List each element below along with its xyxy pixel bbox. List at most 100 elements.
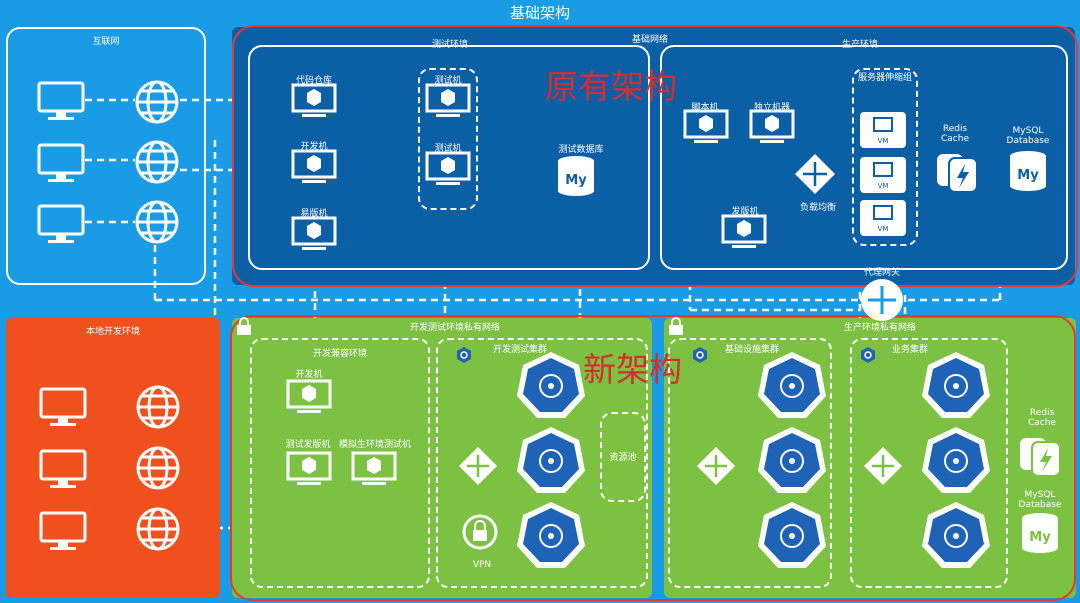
lb-label: 负载均衡 [799, 203, 836, 213]
resource-pool-group [600, 412, 646, 502]
test-release-label: 测试发版机 [285, 440, 331, 450]
kubernetes-node-icon [758, 502, 826, 568]
server-icon [683, 109, 729, 143]
router-icon [697, 447, 735, 485]
infra-cluster-label: 基础设施集群 [724, 345, 779, 355]
dev-compat-label: 开发兼容环境 [312, 349, 367, 359]
dev-machine-label: 开发机 [300, 142, 328, 152]
redis-cache-icon [937, 154, 978, 193]
lock-icon [237, 317, 251, 335]
prod-env-label: 生产环境 [841, 40, 878, 50]
monitor-icon [37, 143, 85, 182]
code-repo-label: 代码仓库 [295, 76, 332, 86]
test-machine2-label: 测试机 [434, 144, 462, 154]
new-arch-outline [230, 315, 1076, 601]
kubernetes-node-icon [922, 502, 990, 568]
globe-icon [136, 385, 180, 429]
local-dev-region [6, 318, 220, 598]
router-icon [864, 447, 902, 485]
page-title: 基础架构 [509, 4, 570, 22]
prod-env-region [660, 45, 1068, 270]
old-arch-title: 原有架构 [545, 67, 677, 106]
kubernetes-node-icon [922, 427, 990, 493]
server-icon [425, 83, 471, 117]
new-arch-title: 新架构 [583, 350, 682, 389]
scaling-group-label: 服务器伸缩组 [857, 73, 912, 83]
kubernetes-node-icon [758, 427, 826, 493]
infra-cluster-group [668, 338, 832, 588]
router-icon [459, 447, 497, 485]
vm-icon: VM [860, 157, 906, 193]
proxy-gateway-icon [861, 279, 903, 321]
database-icon: My [1022, 513, 1058, 553]
server-icon [425, 151, 471, 185]
server-icon [286, 379, 332, 413]
release-machine2-label: 发版机 [731, 207, 759, 217]
test-db-label: 测试数据库 [558, 145, 604, 155]
svg-text:My: My [1017, 168, 1039, 183]
local-dev-label: 本地开发环境 [85, 327, 140, 337]
vpn-label: VPN [472, 560, 492, 570]
monitor-icon [39, 511, 87, 550]
monitor-icon [37, 81, 85, 120]
server-icon [286, 451, 332, 485]
redis-label: Redis Cache [941, 124, 969, 144]
mysql2-label: MySQL Database [1018, 490, 1062, 510]
test-machine-group [418, 68, 478, 210]
script-machine-label: 脚本机 [691, 103, 719, 113]
globe-icon [135, 200, 179, 244]
server-icon [291, 216, 337, 250]
monitor-icon [39, 387, 87, 426]
globe-icon [135, 140, 179, 184]
release-machine-label: 易版机 [300, 209, 328, 219]
dev-machine2-label: 开发机 [295, 370, 323, 380]
kubernetes-badge-icon [861, 347, 875, 363]
kubernetes-badge-icon [457, 347, 471, 363]
mysql-label: MySQL Database [1006, 126, 1050, 146]
dev-compat-group [250, 338, 430, 588]
server-icon [351, 451, 397, 485]
svg-text:My: My [565, 173, 587, 188]
svg-text:VM: VM [878, 137, 889, 145]
kubernetes-badge-icon [693, 347, 707, 363]
lock-icon [669, 317, 683, 335]
test-machine-label: 测试机 [434, 76, 462, 86]
vm-icon: VM [860, 112, 906, 148]
monitor-icon [37, 204, 85, 243]
globe-icon [136, 507, 180, 551]
resource-pool-label: 资源池 [609, 453, 637, 463]
biz-cluster-group [850, 338, 1008, 588]
biz-cluster-label: 业务集群 [891, 345, 928, 355]
database-icon: My [558, 156, 594, 196]
standalone-label: 独立机器 [753, 103, 790, 113]
dev-test-private-label: 开发测试环境私有网络 [409, 323, 500, 333]
kubernetes-node-icon [517, 352, 585, 418]
server-icon [291, 83, 337, 117]
server-icon [291, 149, 337, 183]
proxy-gateway-label: 代理网关 [863, 268, 900, 278]
prod-private-label: 生产环境私有网络 [843, 323, 916, 333]
test-env-label: 测试环境 [431, 40, 468, 50]
old-arch-outline [232, 25, 1078, 287]
svg-text:My: My [1029, 530, 1051, 545]
dev-test-cluster-group [436, 338, 648, 588]
internet-label: 互联网 [92, 37, 120, 47]
globe-icon [136, 446, 180, 490]
dev-test-cluster-label: 开发测试集群 [492, 345, 547, 355]
test-env-region [248, 45, 650, 270]
kubernetes-node-icon [517, 427, 585, 493]
monitor-icon [39, 449, 87, 488]
vpn-icon [462, 514, 498, 550]
internet-region [6, 27, 206, 285]
database-icon: My [1010, 151, 1046, 191]
server-icon [721, 214, 767, 248]
redis-cache-icon [1020, 438, 1061, 477]
globe-icon [135, 80, 179, 124]
scaling-group [852, 68, 918, 246]
svg-text:VM: VM [878, 182, 889, 190]
base-network-region [232, 27, 1075, 285]
redis2-label: Redis Cache [1028, 408, 1056, 428]
server-icon [749, 109, 795, 143]
vm-icon: VM [860, 200, 906, 236]
svg-text:VM: VM [878, 225, 889, 233]
